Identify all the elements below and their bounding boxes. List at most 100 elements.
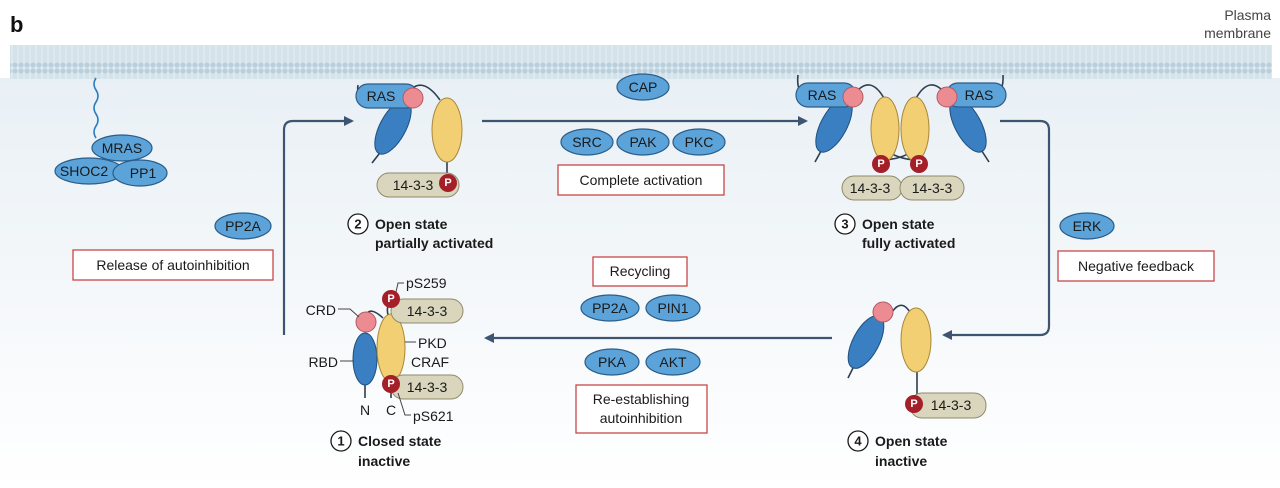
svg-text:14-3-3: 14-3-3 <box>850 180 891 196</box>
mras-label: MRAS <box>102 140 142 156</box>
crd-domain <box>402 87 424 109</box>
raf-state-2: RAS 14-3-3 P <box>355 83 463 198</box>
raf-state-3: RAS RAS 14-3-3 14-3-3 P P <box>795 74 1007 201</box>
svg-text:14-3-3: 14-3-3 <box>931 397 972 413</box>
svg-text:ERK: ERK <box>1073 218 1102 234</box>
rbd-domain <box>352 332 378 386</box>
raf-state-1: 14-3-3 14-3-3 P P CRD RBD PKD CRAF N C p… <box>306 275 464 424</box>
c-terminus-label: C <box>386 402 396 418</box>
shoc2-label: SHOC2 <box>60 163 108 179</box>
svg-text:Recycling: Recycling <box>610 263 671 279</box>
svg-text:PAK: PAK <box>630 134 658 150</box>
svg-text:RAS: RAS <box>367 88 396 104</box>
regulator-cap: CAP <box>616 73 670 101</box>
pkd-label: PKD <box>418 335 447 351</box>
svg-text:fully activated: fully activated <box>862 235 955 251</box>
svg-text:PP2A: PP2A <box>592 300 628 316</box>
mras-shoc2-pp1-complex: SHOC2 PP1 MRAS <box>54 77 168 187</box>
regulator-pp2a-left: PP2A <box>214 212 272 240</box>
regulator-akt: AKT <box>645 348 701 376</box>
svg-text:14-3-3: 14-3-3 <box>912 180 953 196</box>
regulator-pkc: PKC <box>672 128 726 156</box>
svg-text:Open state: Open state <box>375 216 448 232</box>
crd-domain <box>872 301 894 323</box>
regulator-erk: ERK <box>1059 212 1115 240</box>
kinase-domain <box>900 307 932 373</box>
kinase-domain <box>376 313 406 383</box>
box-complete-activation: Complete activation <box>557 164 725 196</box>
svg-text:AKT: AKT <box>659 354 687 370</box>
svg-text:RAS: RAS <box>808 87 837 103</box>
svg-text:P: P <box>444 177 451 189</box>
svg-text:P: P <box>910 398 917 410</box>
svg-text:autoinhibition: autoinhibition <box>600 410 683 426</box>
svg-text:Open state: Open state <box>862 216 935 232</box>
mras-pill <box>91 134 153 162</box>
svg-text:RAS: RAS <box>965 87 994 103</box>
svg-text:PKC: PKC <box>685 134 714 150</box>
svg-text:PIN1: PIN1 <box>657 300 688 316</box>
crd-domain-right <box>936 86 958 108</box>
kinase-domain <box>431 97 463 163</box>
pp1-label: PP1 <box>130 165 157 181</box>
membrane-label-line1: Plasma <box>1224 7 1271 23</box>
svg-text:14-3-3: 14-3-3 <box>393 177 434 193</box>
phospho-site <box>439 174 457 192</box>
box-reestablishing-autoinhibition: Re-establishing autoinhibition <box>575 384 708 434</box>
raf-state-4: 14-3-3 P <box>847 301 987 419</box>
state-caption-4: 4 Open state inactive <box>847 430 948 469</box>
phospho-site-right <box>910 155 928 173</box>
arrow-state1-to-state2 <box>282 116 354 335</box>
state-caption-2: 2 Open state partially activated <box>347 213 493 251</box>
regulator-pak: PAK <box>616 128 670 156</box>
svg-text:P: P <box>915 158 922 170</box>
svg-text:PP2A: PP2A <box>225 218 261 234</box>
kinase-domain-left <box>870 96 900 162</box>
svg-text:P: P <box>877 158 884 170</box>
ps621-label: pS621 <box>413 408 454 424</box>
svg-text:partially activated: partially activated <box>375 235 493 251</box>
svg-text:2: 2 <box>354 217 361 232</box>
svg-text:Re-establishing: Re-establishing <box>593 391 690 407</box>
kinase-domain-right <box>900 96 930 162</box>
svg-text:14-3-3: 14-3-3 <box>407 303 448 319</box>
cycle-arrows <box>282 116 1051 343</box>
box-recycling: Recycling <box>592 256 688 287</box>
pp1-pill <box>112 159 168 187</box>
panel-label: b <box>10 12 23 37</box>
membrane-tether <box>93 77 99 139</box>
svg-text:PKA: PKA <box>598 354 627 370</box>
crd-domain-left <box>842 86 864 108</box>
state-caption-1: 1 Closed state inactive <box>330 430 441 469</box>
box-negative-feedback: Negative feedback <box>1057 250 1215 282</box>
membrane-label-line2: membrane <box>1204 25 1271 41</box>
svg-text:Complete activation: Complete activation <box>580 172 703 188</box>
regulator-pin1: PIN1 <box>645 294 701 322</box>
crd-domain <box>355 311 377 333</box>
ps259-label: pS259 <box>406 275 447 291</box>
arrow-state3-to-state4 <box>942 119 1051 340</box>
craf-label: CRAF <box>411 354 449 370</box>
svg-text:SRC: SRC <box>572 134 602 150</box>
rbd-label: RBD <box>308 354 338 370</box>
regulator-pp2a-mid: PP2A <box>580 294 640 322</box>
svg-text:3: 3 <box>841 217 848 232</box>
svg-text:Release of autoinhibition: Release of autoinhibition <box>96 257 249 273</box>
box-release-autoinhibition: Release of autoinhibition <box>72 249 274 281</box>
fourteen33-pill <box>376 172 460 198</box>
svg-text:P: P <box>387 293 394 305</box>
regulator-src: SRC <box>560 128 614 156</box>
crd-label: CRD <box>306 302 336 318</box>
svg-text:Closed state: Closed state <box>358 433 441 449</box>
fourteen33-pill-top <box>390 298 464 324</box>
phospho-site-left <box>872 155 890 173</box>
phospho-site <box>905 395 923 413</box>
svg-text:inactive: inactive <box>875 453 927 469</box>
state-caption-3: 3 Open state fully activated <box>834 213 955 251</box>
svg-text:14-3-3: 14-3-3 <box>407 379 448 395</box>
svg-text:Open state: Open state <box>875 433 948 449</box>
svg-text:CAP: CAP <box>629 79 658 95</box>
svg-text:4: 4 <box>854 434 862 449</box>
svg-text:P: P <box>387 378 394 390</box>
